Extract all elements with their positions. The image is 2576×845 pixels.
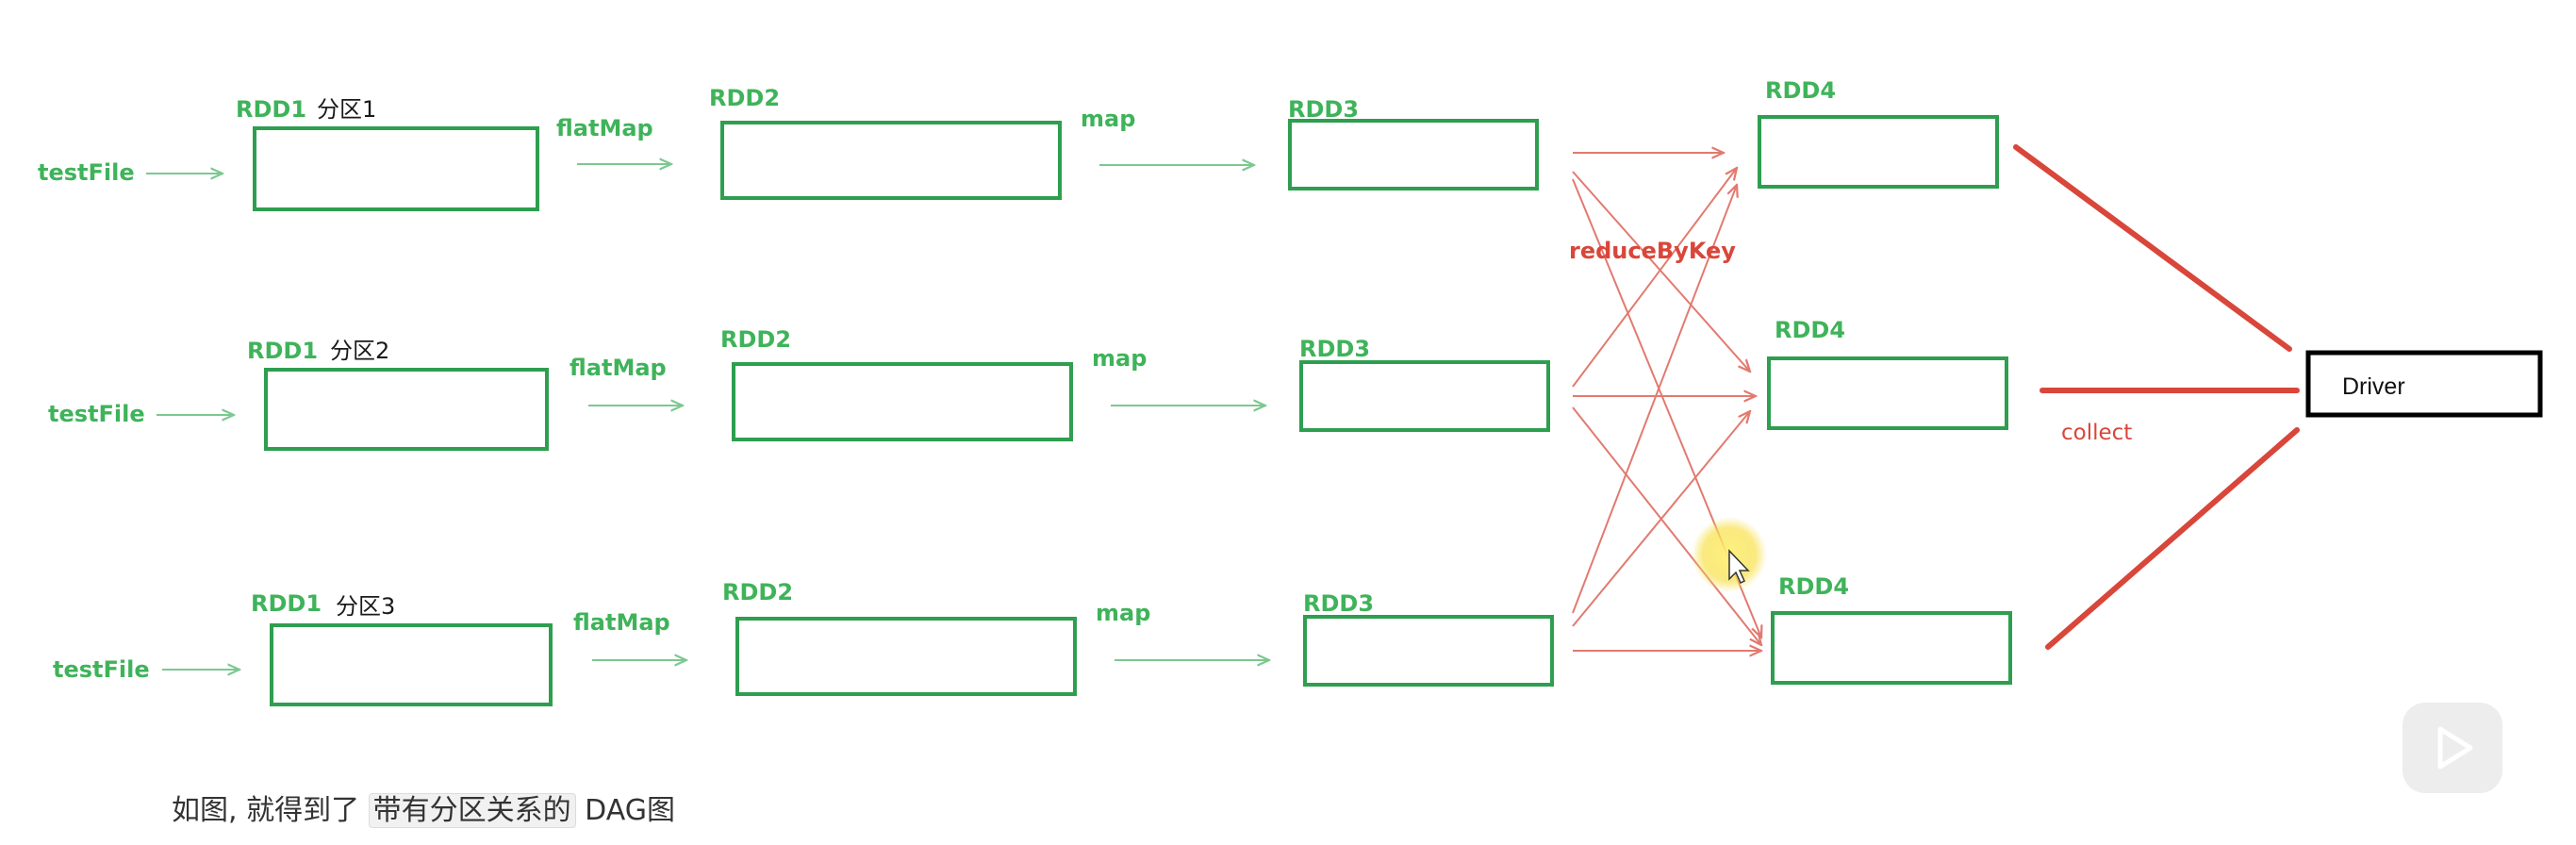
rdd4-box-2 (1767, 356, 2008, 430)
map-label-3: map (1096, 600, 1150, 626)
rdd3-label-2: RDD3 (1299, 336, 1370, 362)
collect-lines (2013, 144, 2300, 650)
shuffle-arrow-1-2 (1572, 171, 1750, 372)
caption-highlight: 带有分区关系的 (368, 793, 576, 828)
rdd1-label-2: RDD1 (247, 338, 318, 364)
rdd2-box-1 (720, 121, 1062, 200)
rdd1-label-1: RDD1 (236, 96, 306, 123)
source-label-1: testFile (38, 159, 135, 186)
caption-before: 如图, 就得到了 (172, 794, 360, 827)
rdd3-box-2 (1299, 360, 1550, 432)
rdd4-label-1: RDD4 (1765, 77, 1836, 104)
flatmap-label-1: flatMap (556, 115, 653, 141)
collect-label: collect (2061, 421, 2132, 445)
caption-after: DAG图 (585, 794, 675, 827)
rdd2-box-2 (732, 362, 1073, 441)
reducebykey-label: reduceByKey (1569, 238, 1736, 264)
rdd4-box-3 (1771, 611, 2012, 685)
rdd3-label-3: RDD3 (1303, 590, 1374, 617)
play-icon (2437, 726, 2473, 770)
partition-label-3: 分区3 (336, 593, 395, 620)
rdd1-label-3: RDD1 (251, 590, 322, 617)
rdd4-box-1 (1758, 115, 1999, 189)
rdd3-box-1 (1288, 119, 1539, 191)
rdd4-label-2: RDD4 (1775, 317, 1845, 343)
rdd3-box-3 (1303, 615, 1554, 687)
shuffle-arrow-3-1 (1572, 185, 1737, 614)
driver-box (2305, 350, 2543, 418)
collect-line-3 (2045, 427, 2300, 650)
rdd1-box-3 (270, 623, 553, 706)
rdd1-box-1 (253, 126, 539, 211)
source-label-3: testFile (53, 656, 150, 683)
row-2: testFile RDD1 分区2 flatMap RDD2 map RDD3 … (48, 317, 2008, 451)
mouse-cursor-icon (1728, 549, 1750, 585)
shuffle-arrow-3-2 (1572, 411, 1750, 627)
rdd3-label-1: RDD3 (1288, 96, 1359, 123)
partition-label-2: 分区2 (330, 338, 389, 364)
shuffle-arrow-2-3 (1572, 406, 1761, 645)
rdd2-box-3 (735, 617, 1077, 696)
collect-line-1 (2013, 144, 2292, 352)
rdd2-label-3: RDD2 (722, 579, 793, 605)
row-3: testFile RDD1 分区3 flatMap RDD2 map RDD3 … (53, 573, 2012, 706)
caption: 如图, 就得到了 带有分区关系的 DAG图 (172, 787, 675, 828)
map-label-2: map (1092, 345, 1147, 372)
driver-label: Driver (2342, 373, 2405, 400)
partition-label-1: 分区1 (317, 96, 376, 123)
source-label-2: testFile (48, 401, 145, 427)
flatmap-label-2: flatMap (570, 355, 667, 381)
rdd2-label-1: RDD2 (709, 85, 780, 111)
flatmap-label-3: flatMap (573, 609, 670, 636)
rdd1-box-2 (264, 368, 549, 451)
shuffle-arrow-2-1 (1572, 168, 1737, 388)
rdd4-label-3: RDD4 (1778, 573, 1849, 600)
rdd2-label-2: RDD2 (720, 326, 791, 353)
shuffle-arrows (1572, 153, 1761, 651)
play-button[interactable] (2403, 703, 2502, 793)
map-label-1: map (1081, 106, 1135, 132)
row-1: testFile RDD1 分区1 flatMap RDD2 map RDD3 … (38, 77, 1999, 211)
